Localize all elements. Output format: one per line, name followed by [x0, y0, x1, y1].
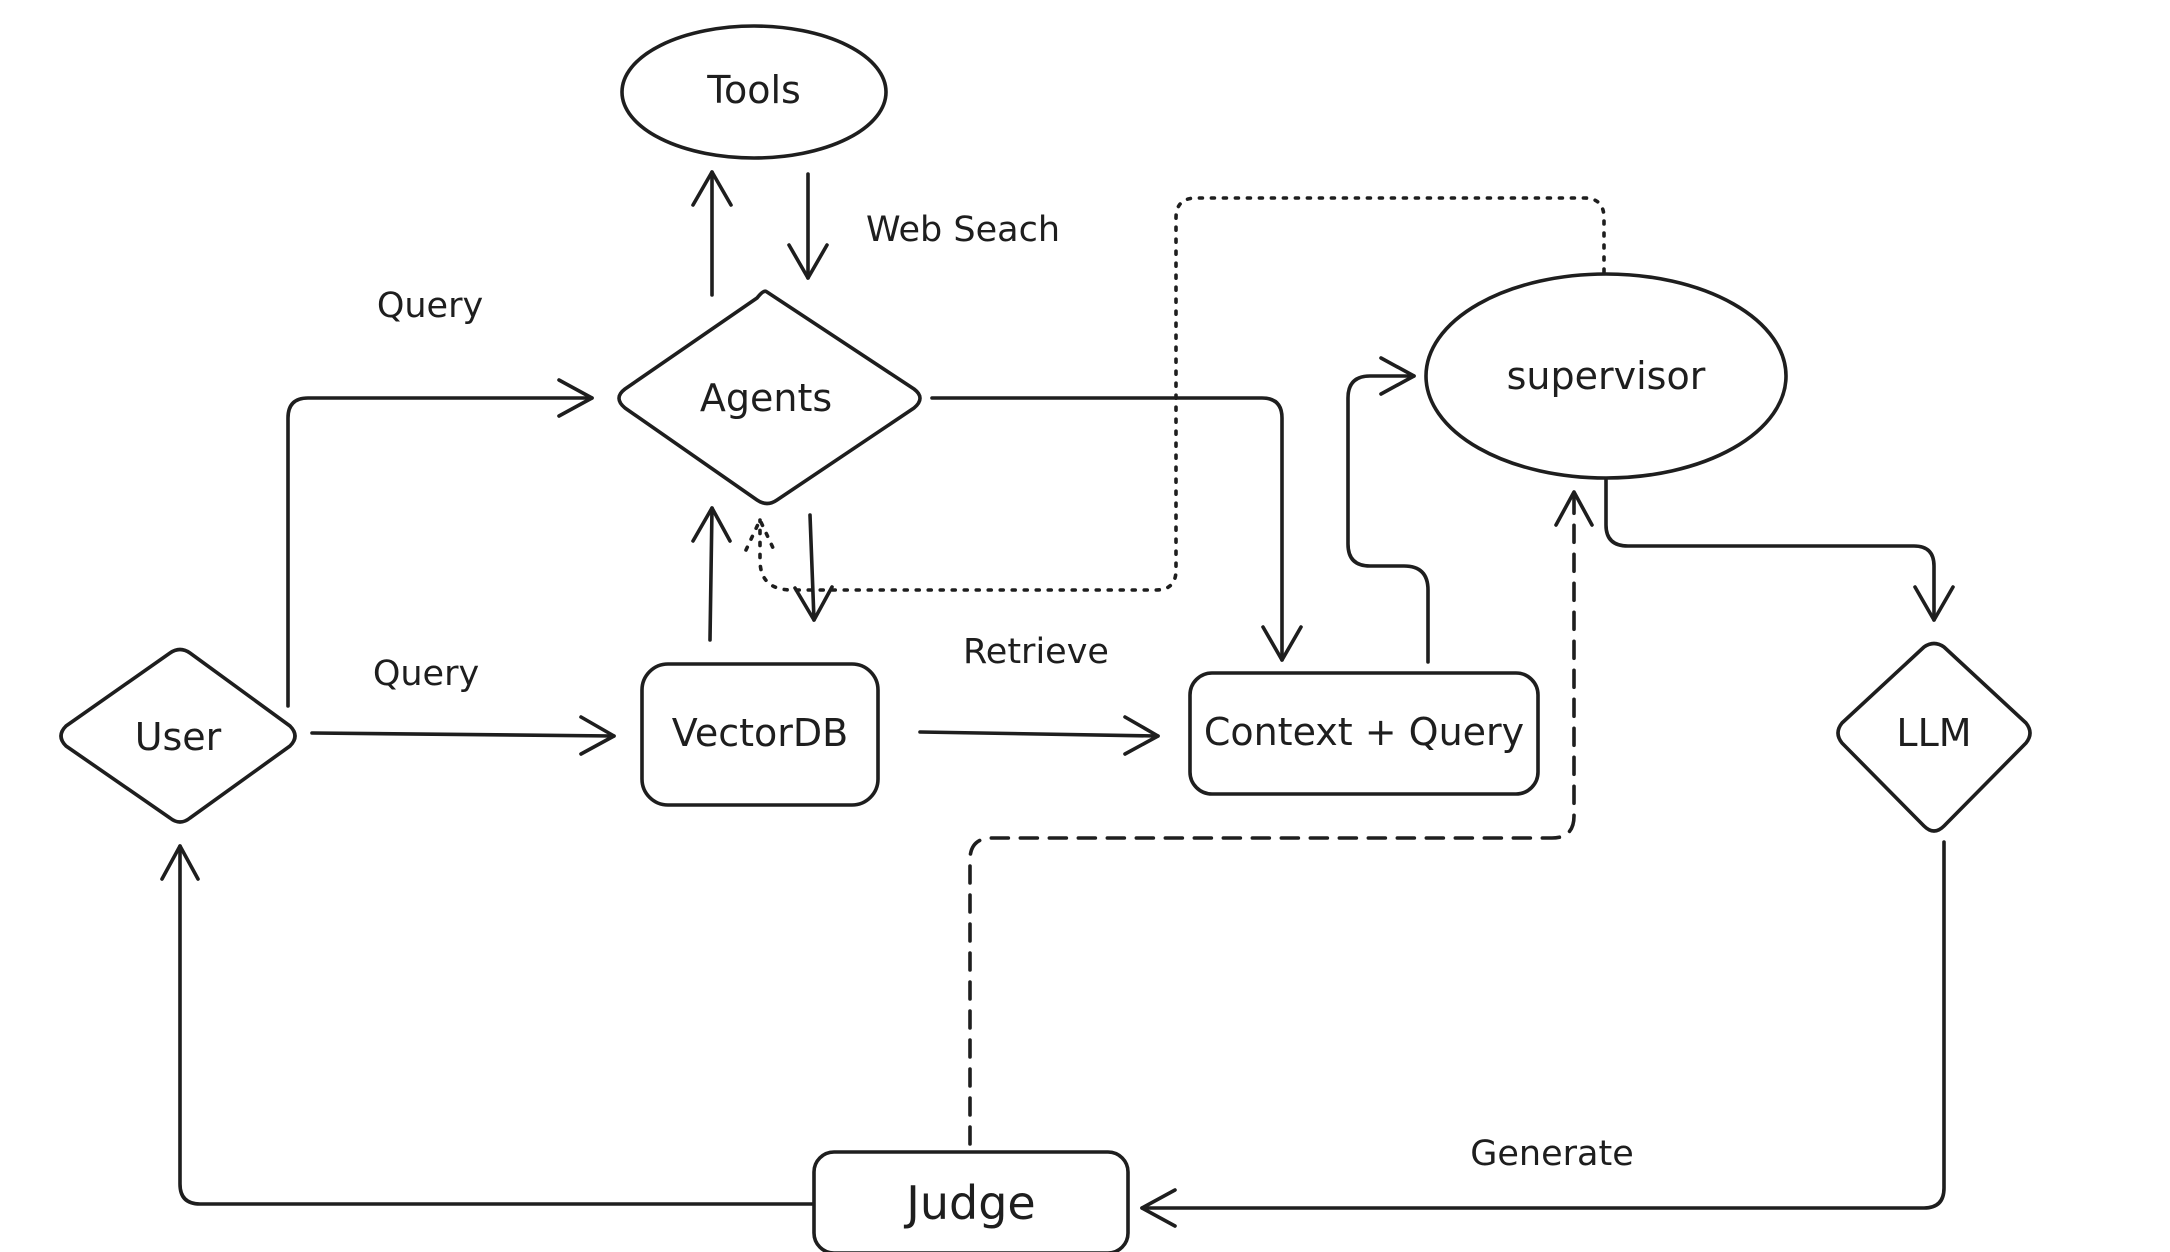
- edge-label-web-search: Web Seach: [866, 210, 1060, 250]
- edge-judge-to-user: [160, 844, 814, 1206]
- node-user-label: User: [135, 715, 222, 759]
- edge-user-to-agents: [286, 378, 594, 708]
- node-vectordb: VectorDB: [640, 662, 880, 807]
- edge-tools-to-agents: [787, 172, 829, 280]
- node-tools: Tools: [620, 24, 888, 160]
- node-llm-label: LLM: [1896, 711, 1971, 755]
- edge-label-query-agents: Query: [377, 286, 483, 326]
- node-user: User: [59, 647, 297, 824]
- edge-label-retrieve: Retrieve: [963, 632, 1109, 672]
- node-judge-label: Judge: [903, 1176, 1035, 1230]
- node-context-query: Context + Query: [1188, 671, 1540, 796]
- edge-supervisor-to-llm: [1604, 478, 1955, 622]
- edge-label-generate: Generate: [1470, 1134, 1633, 1174]
- node-context-query-label: Context + Query: [1204, 710, 1524, 754]
- node-agents-label: Agents: [700, 376, 832, 420]
- edge-supervisor-to-agents: [744, 196, 1606, 592]
- edge-agents-to-tools: [691, 170, 733, 297]
- edge-agents-to-context: [930, 396, 1303, 662]
- node-judge: Judge: [812, 1150, 1130, 1252]
- edge-judge-to-supervisor: [968, 490, 1594, 1146]
- edge-vectordb-to-agents: [691, 506, 732, 642]
- edge-agents-to-vectordb: [793, 513, 834, 622]
- node-llm: LLM: [1836, 641, 2032, 833]
- edge-llm-to-judge: [1140, 840, 1946, 1228]
- node-supervisor-label: supervisor: [1507, 354, 1706, 398]
- edge-user-to-vectordb: [310, 715, 616, 756]
- edge-label-query-vectordb: Query: [373, 654, 479, 694]
- node-supervisor: supervisor: [1424, 272, 1788, 480]
- edge-context-to-supervisor: [1346, 356, 1430, 664]
- node-vectordb-label: VectorDB: [672, 711, 848, 755]
- edge-vectordb-to-context: [918, 715, 1160, 756]
- node-agents: Agents: [617, 289, 922, 506]
- node-tools-label: Tools: [706, 68, 801, 112]
